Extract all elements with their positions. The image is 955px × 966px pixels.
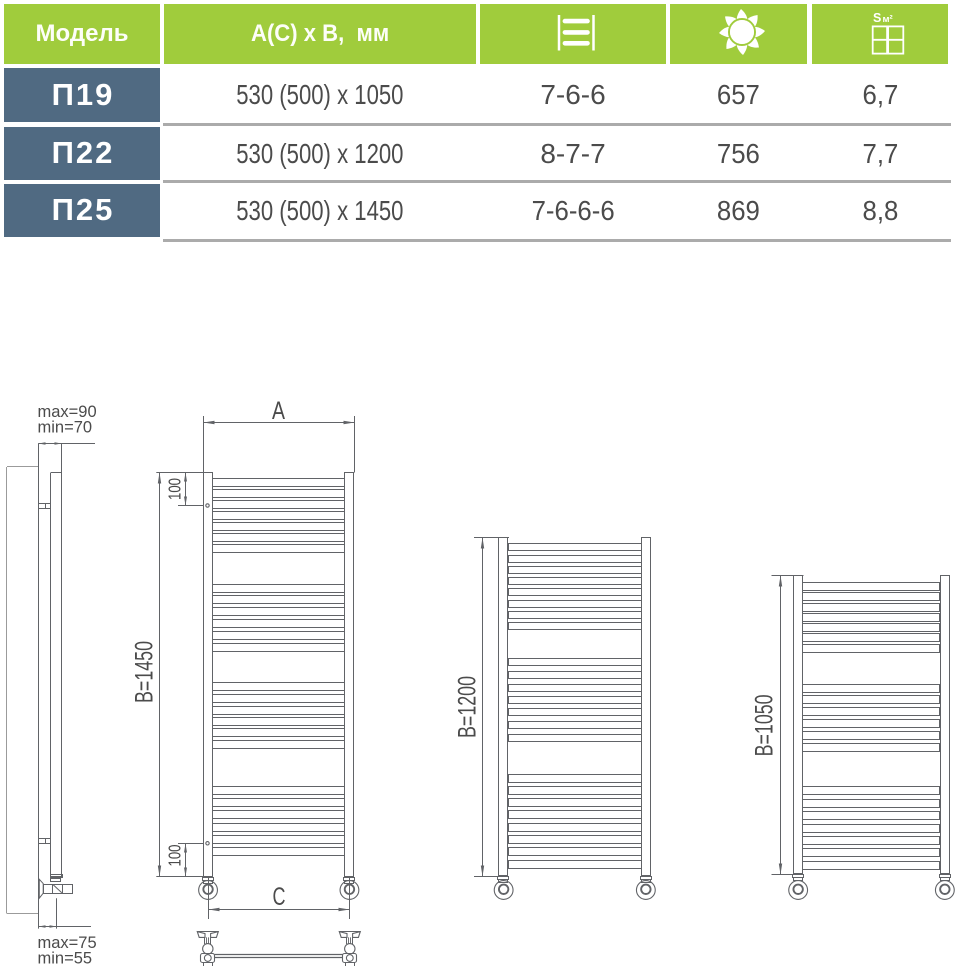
svg-text:max=90: max=90 (38, 403, 97, 421)
svg-text:B=1450: B=1450 (131, 641, 159, 703)
svg-text:С: С (273, 883, 286, 911)
svg-text:100: 100 (165, 478, 185, 500)
svg-text:B=1200: B=1200 (454, 676, 482, 738)
svg-text:м²: м² (883, 14, 893, 25)
svg-text:B=1050: B=1050 (751, 694, 779, 756)
svg-text:А: А (272, 397, 285, 425)
svg-text:S: S (873, 11, 881, 25)
svg-text:min=70: min=70 (38, 419, 93, 437)
svg-text:min=55: min=55 (38, 950, 93, 966)
svg-text:max=75: max=75 (38, 934, 97, 952)
svg-text:100: 100 (165, 844, 185, 866)
